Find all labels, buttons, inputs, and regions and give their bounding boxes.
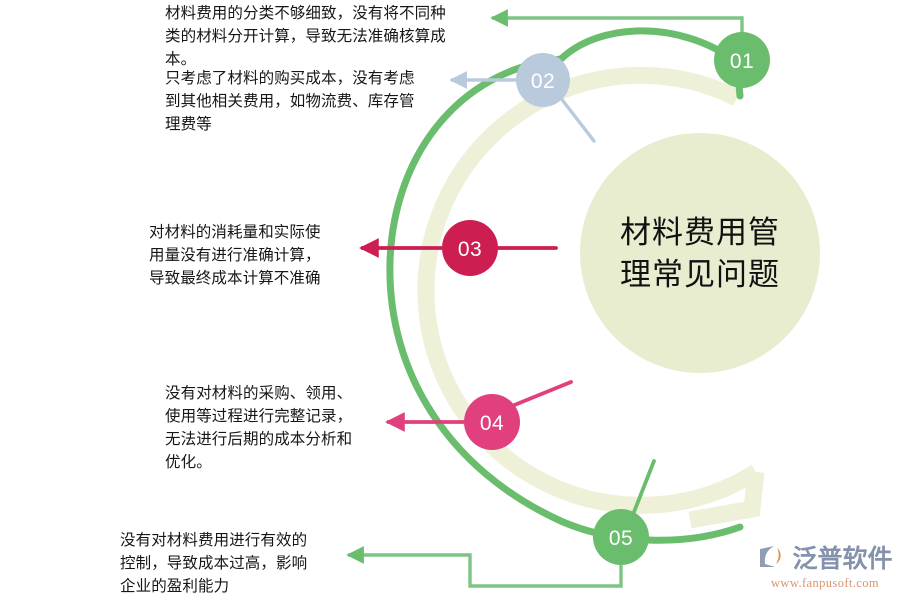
badge-circle-05[interactable] [593, 509, 649, 565]
badge-circle-03[interactable] [442, 220, 498, 276]
center-disc [580, 133, 820, 373]
description-01: 材料费用的分类不够细致，没有将不同种 类的材料分开计算，导致无法准确核算成 本。 [165, 5, 446, 68]
connector-04-stub [510, 380, 573, 408]
watermark: 泛普软件 www.fanpusoft.com [752, 536, 898, 594]
watermark-brand: 泛普软件 [792, 545, 893, 573]
badge-label-03: 03 [458, 238, 482, 261]
connector-01 [490, 9, 744, 37]
badge-label-04: 04 [480, 412, 504, 435]
badge-circle-01[interactable] [714, 32, 770, 88]
center-title-line2: 理常见问题 [620, 257, 780, 292]
badge-circle-02[interactable] [516, 53, 570, 107]
fanpu-logo-icon [760, 546, 782, 567]
badge-label-05: 05 [609, 527, 633, 550]
node-badge-03[interactable]: 03 [442, 220, 498, 276]
badge-circle-04[interactable] [464, 394, 520, 450]
node-badge-01[interactable]: 01 [714, 32, 770, 88]
connector-05-stub [632, 459, 656, 514]
watermark-row: 泛普软件 [757, 539, 893, 575]
main-green-arc [386, 55, 744, 544]
cream-ring [417, 66, 765, 529]
badge-label-02: 02 [531, 70, 555, 93]
connector-05 [346, 546, 623, 588]
center-title: 材料费用管 理常见问题 [620, 215, 780, 292]
node-badge-02[interactable]: 02 [516, 53, 570, 107]
node-badge-04[interactable]: 04 [464, 394, 520, 450]
description-03: 对材料的消耗量和实际使 用量没有进行准确计算， 导致最终成本计算不准确 [149, 224, 321, 287]
badge-label-01: 01 [730, 50, 754, 73]
connector-02-stub [558, 95, 596, 143]
watermark-url: www.fanpusoft.com [770, 576, 880, 590]
description-04: 没有对材料的采购、领用、 使用等过程进行完整记录， 无法进行后期的成本分析和 优… [165, 385, 353, 471]
description-05: 没有对材料费用进行有效的 控制，导致成本过高，影响 企业的盈利能力 [120, 532, 308, 595]
description-02: 只考虑了材料的购买成本，没有考虑 到其他相关费用，如物流费、库存管 理费等 [165, 70, 415, 133]
center-title-line1: 材料费用管 [620, 215, 780, 250]
node-badge-05[interactable]: 05 [593, 509, 649, 565]
